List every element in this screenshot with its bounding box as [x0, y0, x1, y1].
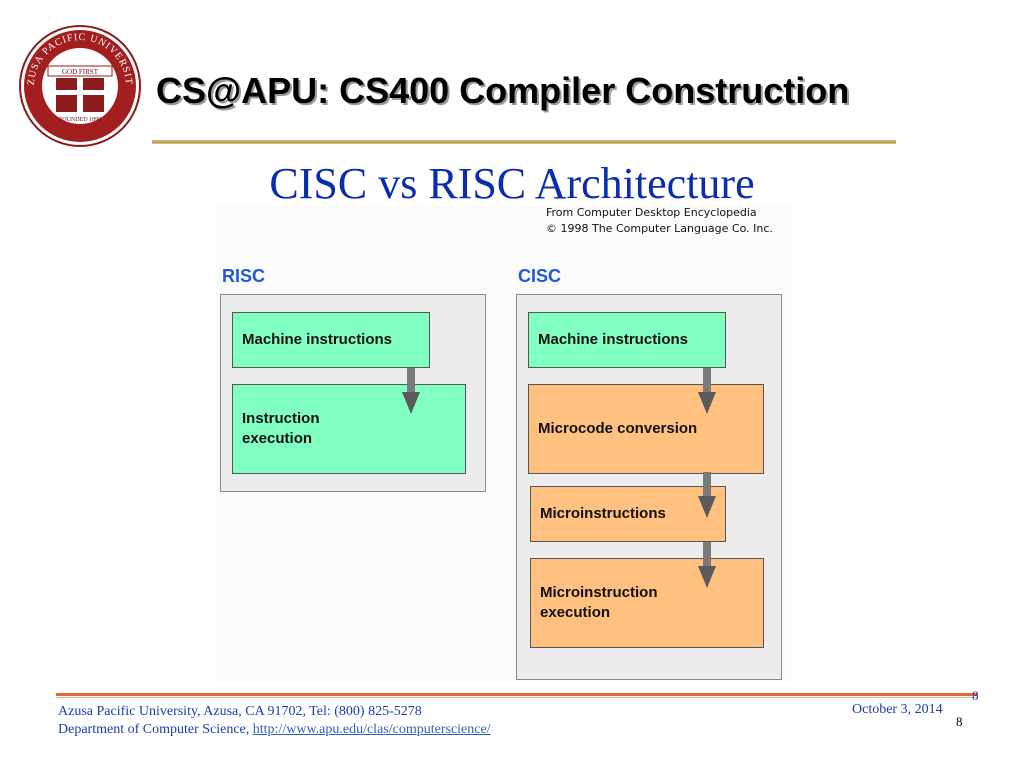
cisc-step-microinstructions: Microinstructions	[530, 486, 726, 542]
cisc-heading: CISC	[518, 266, 562, 286]
footer-department-label: Department of Computer Science,	[58, 722, 253, 737]
risc-step-machine-instructions: Machine instructions	[232, 312, 430, 368]
footer-divider-light	[56, 697, 978, 698]
footer-address: Azusa Pacific University, Azusa, CA 9170…	[58, 704, 422, 719]
university-seal-icon: AZUSA PACIFIC UNIVERSITY CALIFORNIA GOD …	[18, 24, 141, 147]
seal-founded-text: FOUNDED 1899	[59, 117, 101, 123]
footer-department: Department of Computer Science, http://w…	[58, 722, 491, 738]
slide-title: CISC vs RISC Architecture	[269, 159, 755, 208]
down-arrow-icon	[402, 368, 420, 414]
cisc-step-microinstruction-execution: Microinstruction execution	[530, 558, 764, 648]
cisc-step-machine-instructions: Machine instructions	[528, 312, 726, 368]
risc-step-instruction-execution: Instruction execution	[232, 384, 466, 474]
page-number-top: 8	[972, 688, 979, 703]
down-arrow-icon	[698, 542, 716, 588]
down-arrow-icon	[698, 368, 716, 414]
cisc-step-microcode-conversion: Microcode conversion	[528, 384, 764, 474]
department-website-link[interactable]: http://www.apu.edu/clas/computerscience/	[252, 722, 491, 737]
footer-date: October 3, 2014	[852, 702, 943, 717]
page-number: 8	[956, 714, 963, 729]
figure-credit-line1: From Computer Desktop Encyclopedia	[546, 206, 757, 219]
course-title: CS@APU: CS400 Compiler Construction	[156, 70, 850, 111]
architecture-figure: From Computer Desktop Encyclopedia © 199…	[216, 204, 792, 682]
risc-heading: RISC	[222, 266, 266, 286]
footer-divider	[56, 693, 978, 696]
seal-banner-text: GOD FIRST	[62, 68, 99, 76]
figure-credit-line2: © 1998 The Computer Language Co. Inc.	[546, 222, 773, 235]
down-arrow-icon	[698, 472, 716, 518]
header-divider	[152, 140, 896, 144]
